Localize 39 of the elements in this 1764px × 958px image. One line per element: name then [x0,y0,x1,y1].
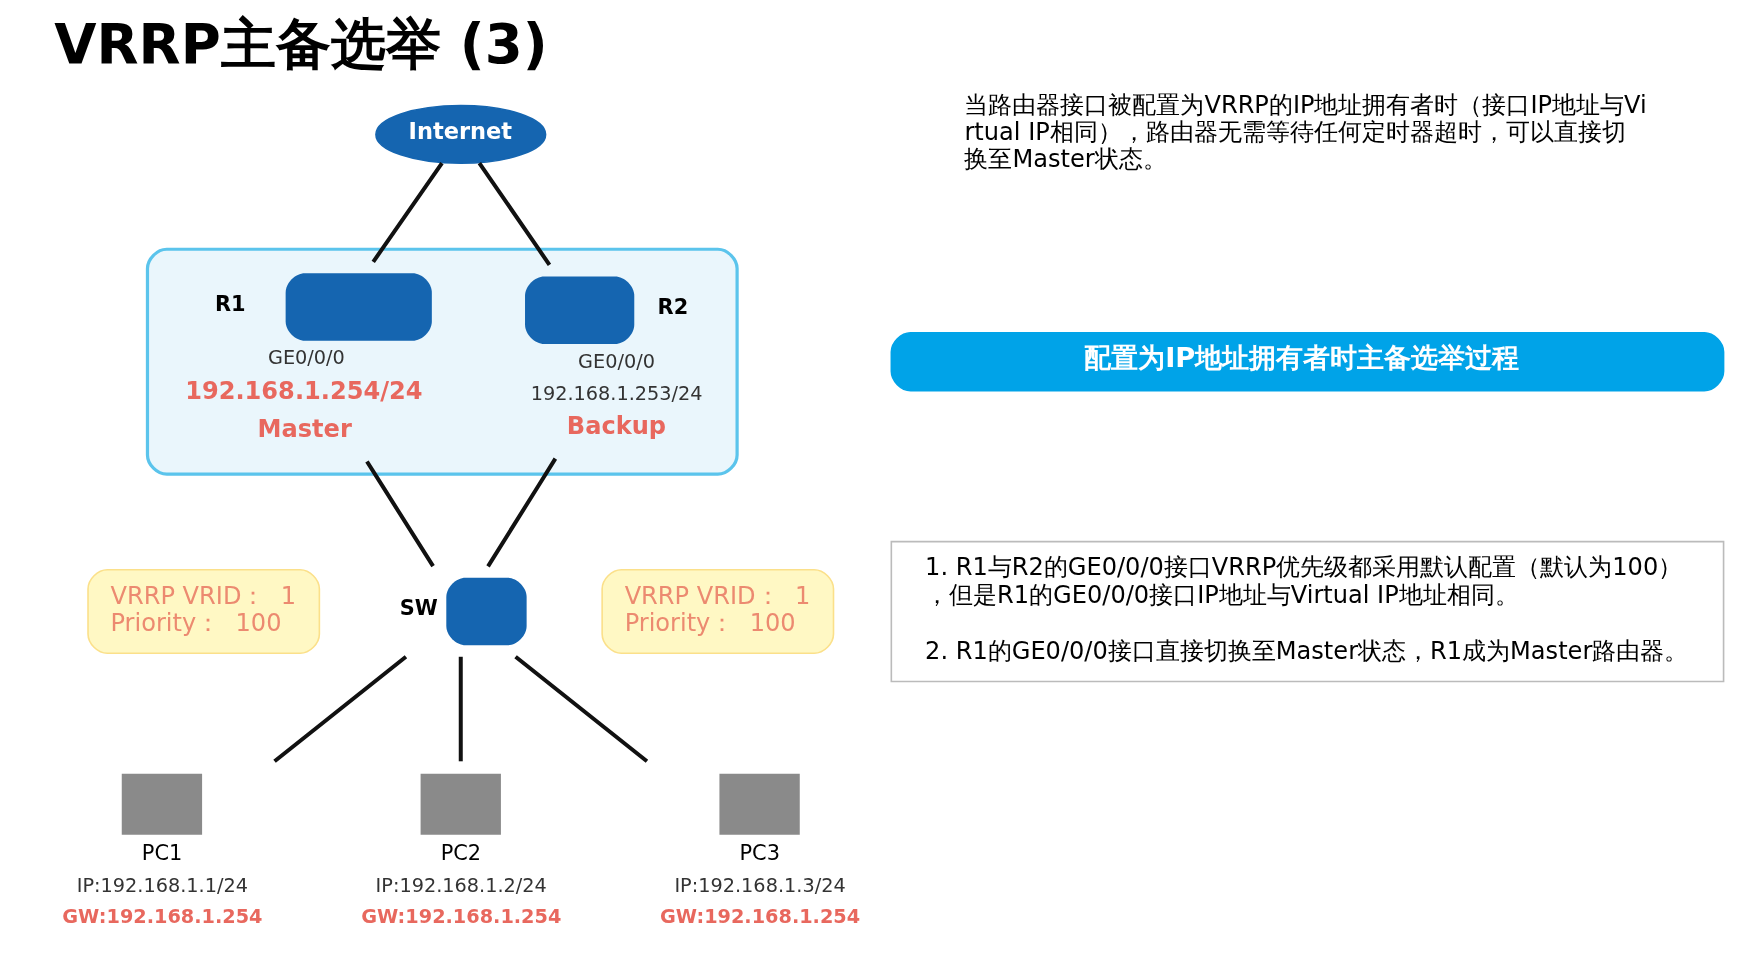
node-box [121,773,202,835]
node-label: SW [399,596,438,621]
node-label: IP:192.168.1.1/24 [76,874,248,898]
node-box [285,273,432,341]
cluster [145,247,739,476]
node-box [445,577,527,646]
node-label: PC3 [739,840,780,865]
node-label: R1 [214,291,246,316]
connector [513,655,648,763]
node-box: 1. R1与R2的GE0/0/0接口VRRP优先级都采用默认配置（默认为100），但是R1的GE0/0/0接口IP地址与Virtual IP地址相同。 2. R1的GE0/0/0接口直接切换至Master状态，R1成为Master路由器。 [890,540,1724,683]
node-label: PC1 [141,840,182,865]
connector [458,656,463,762]
diagram-title: VRRP主备选举 (3) [53,12,548,77]
node-label: Backup [566,412,666,441]
node-label: Master [257,415,352,444]
node-box [524,276,634,345]
node-label: R2 [657,295,688,320]
node-ellipse: Internet [374,104,546,165]
node-label: PC2 [440,840,481,865]
label: 当路由器接口被配置为VRRP的IP地址拥有者时（接口IP地址与Virtual IP相同），路由器无需等待任何定时器超时，可以直接切换至Master状态。 [963,90,1647,174]
node-label: GW:192.168.1.254 [360,904,561,928]
node-label: 192.168.1.254/24 [184,376,422,405]
node-box: VRRP VRID： 1 Priority： 100 [86,568,320,655]
node-label: IP:192.168.1.2/24 [375,874,547,898]
connector [371,161,444,263]
node-label: 192.168.1.253/24 [530,381,703,405]
node-box: VRRP VRID： 1 Priority： 100 [600,568,834,655]
connector [272,655,407,763]
node-label: GE0/0/0 [577,349,655,373]
connector [364,460,435,568]
node-box [718,773,800,835]
node-label: GE0/0/0 [267,346,345,370]
node-box: 配置为IP地址拥有者时主备选举过程 [890,332,1724,392]
connector [477,161,551,267]
node-label: GW:192.168.1.254 [61,904,262,928]
node-label: GW:192.168.1.254 [659,904,860,928]
node-box [420,773,501,835]
connector [485,457,557,568]
node-label: IP:192.168.1.3/24 [673,874,846,898]
